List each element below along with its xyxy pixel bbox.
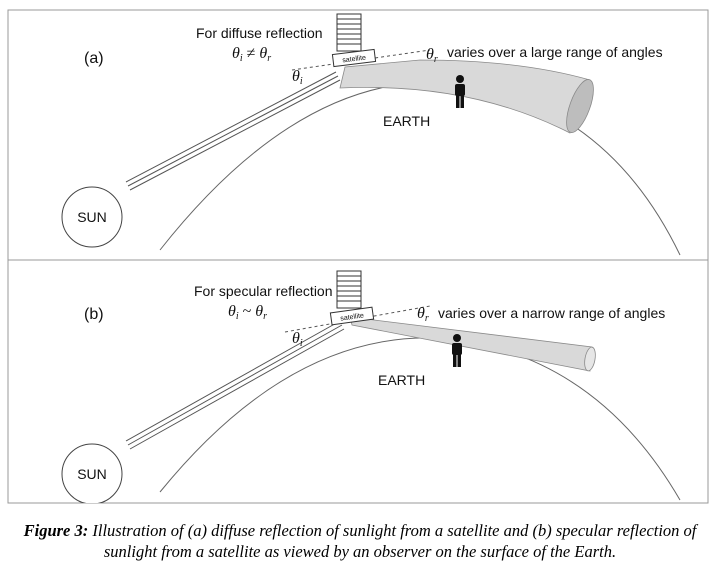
satellite-surface-line: [291, 49, 431, 71]
panel-label: (b): [84, 306, 104, 323]
satellite-panel: [336, 270, 362, 309]
earth-arc: [159, 81, 681, 256]
earth-arc: [159, 337, 681, 501]
theta-r-label: θr: [426, 46, 438, 65]
reflection-beam-wide: [339, 59, 591, 134]
theta-i-label: θi: [292, 330, 303, 349]
sun-label: SUN: [77, 466, 107, 482]
observer-figure: [452, 334, 462, 367]
beam-end-ellipse: [566, 79, 594, 133]
satellite-label: satellite: [342, 55, 367, 65]
caption-lead: Figure 3:: [23, 521, 89, 540]
reflection-heading: For diffuse reflection: [196, 25, 323, 41]
angle-relation: θi~θr: [228, 303, 267, 322]
theta-r-label: θr: [417, 305, 429, 324]
satellite-label: satellite: [340, 312, 365, 322]
sun-label: SUN: [77, 209, 107, 225]
reflection-heading: For specular reflection: [194, 283, 333, 299]
range-description: varies over a narrow range of angles: [438, 305, 665, 321]
sun-circle: [61, 186, 123, 248]
satellite-body: [331, 48, 377, 68]
figure-diagram: satellite SUN (a) For diffuse reflection…: [7, 9, 709, 504]
beam-end-ellipse: [584, 346, 596, 372]
figure-frame: [7, 9, 709, 504]
earth-label: EARTH: [383, 113, 430, 129]
sunlight-rays: [125, 320, 345, 450]
sunlight-rays: [125, 71, 341, 191]
earth-label: EARTH: [378, 372, 425, 388]
panel-b: satellite SUN (b) For specular reflectio…: [61, 270, 681, 503]
theta-i-label: θi: [292, 68, 303, 87]
panel-a: satellite SUN (a) For diffuse reflection…: [61, 13, 681, 256]
reflection-beam-narrow: [349, 316, 593, 372]
panel-label: (a): [84, 50, 104, 67]
sun-circle: [61, 443, 123, 503]
angle-relation: θi≠θr: [232, 45, 271, 64]
figure-caption: Figure 3: Illustration of (a) diffuse re…: [0, 520, 720, 562]
satellite-body: [329, 306, 375, 326]
observer-figure: [455, 75, 465, 108]
satellite-panel: [336, 13, 362, 52]
range-description: varies over a large range of angles: [447, 44, 663, 60]
caption-text: Illustration of (a) diffuse reflection o…: [88, 521, 697, 561]
